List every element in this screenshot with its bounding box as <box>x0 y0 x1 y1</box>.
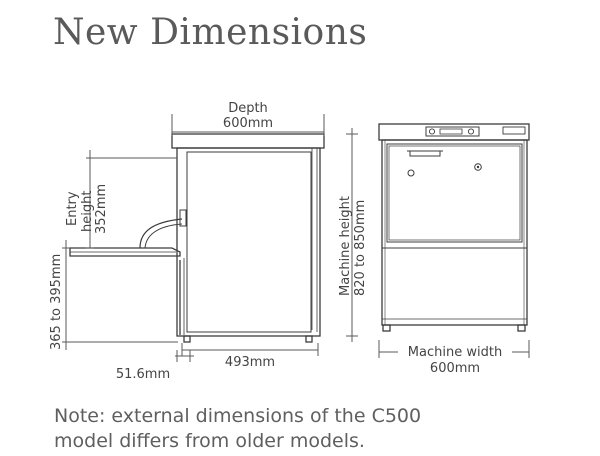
wash-chamber <box>386 143 523 243</box>
brand-plate <box>502 126 526 135</box>
footnote-line-1: Note: external dimensions of the C500 <box>54 405 422 427</box>
inner-depth-value: 493mm <box>225 355 275 370</box>
machine-width-label: Machine width <box>408 345 502 360</box>
footnote-line-2: model differs from older models. <box>54 430 365 452</box>
door-arm <box>139 218 183 249</box>
door-handle <box>409 151 441 157</box>
entry-height-label: height <box>80 191 95 232</box>
machine-width-value: 600mm <box>430 361 480 376</box>
front-foot-left <box>382 324 391 332</box>
entry-height-value: 352mm <box>94 184 109 234</box>
side-foot-back <box>305 335 313 343</box>
side-dimensions <box>62 114 358 362</box>
door-height-range: 365 to 395mm <box>49 254 64 350</box>
entry-height-label-group: Entry <box>65 191 80 226</box>
depth-value: 600mm <box>223 116 273 131</box>
open-door <box>69 247 181 257</box>
side-view <box>69 133 325 343</box>
page-title: New Dimensions <box>53 12 368 53</box>
front-foot-right <box>517 324 526 332</box>
machine-height-value: 820 to 850mm <box>353 200 368 296</box>
depth-label: Depth <box>228 101 268 116</box>
front-body <box>381 139 528 326</box>
control-display <box>425 126 480 137</box>
side-top-panel <box>171 133 325 149</box>
side-body <box>176 147 321 337</box>
control-panel <box>378 123 530 141</box>
foot-offset-value: 51.6mm <box>116 367 170 382</box>
side-cabinet <box>186 151 312 333</box>
front-view <box>378 123 530 332</box>
entry-label: Entry <box>65 191 80 226</box>
machine-height-label: Machine height <box>338 196 353 296</box>
footnote: Note: external dimensions of the C500 mo… <box>54 404 421 454</box>
side-foot-front <box>183 335 191 343</box>
front-dimensions <box>378 340 530 358</box>
